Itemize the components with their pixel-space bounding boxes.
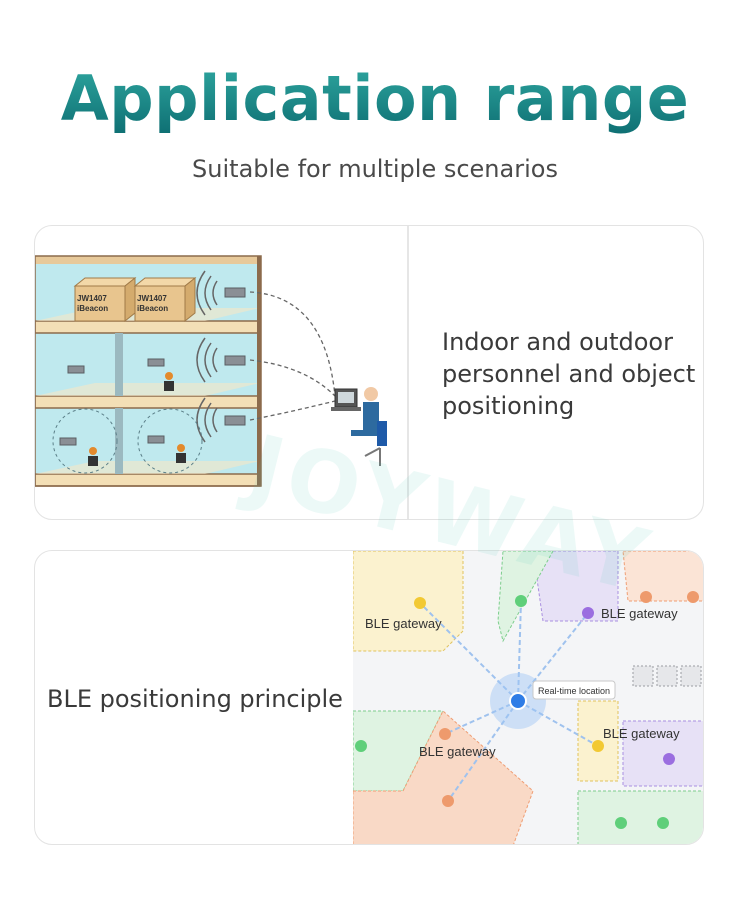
location-label-bg bbox=[532, 680, 616, 700]
box-label-1a: JW1407 bbox=[77, 294, 107, 303]
page-title: Application range bbox=[0, 62, 750, 135]
gateway-label: BLE gateway bbox=[601, 606, 678, 621]
connection-lines bbox=[419, 600, 599, 802]
box-label-2b: iBeacon bbox=[137, 304, 168, 313]
gateway-label: BLE gateway bbox=[419, 744, 496, 759]
box-label-2a: JW1407 bbox=[137, 294, 167, 303]
building-positioning-illustration: JW1407 iBeacon JW1407 iBeacon bbox=[35, 255, 387, 487]
location-label: Real-time location bbox=[538, 686, 610, 696]
card-divider bbox=[407, 226, 409, 519]
parking-slots bbox=[632, 665, 702, 687]
box-label-1b: iBeacon bbox=[77, 304, 108, 313]
zone-orange-bottom bbox=[353, 710, 534, 844]
zone-orange-top bbox=[622, 551, 703, 602]
location-dot bbox=[509, 692, 527, 710]
beacon-box-1: JW1407 iBeacon bbox=[73, 276, 137, 323]
gateway-label: BLE gateway bbox=[365, 616, 442, 631]
page-subtitle: Suitable for multiple scenarios bbox=[192, 155, 558, 183]
scenario-card-positioning: JW1407 iBeacon JW1407 iBeacon bbox=[34, 225, 704, 520]
beacon-box-2: JW1407 iBeacon bbox=[133, 276, 197, 323]
beacon-dots bbox=[355, 591, 699, 829]
coverage-circle bbox=[137, 408, 203, 474]
zone-purple-top bbox=[532, 551, 619, 622]
ble-positioning-map: Real-time location BLE gateway BLE gatew… bbox=[353, 551, 703, 844]
gateway-dots bbox=[414, 597, 604, 752]
zone-green-bottom bbox=[577, 790, 703, 844]
scenario-description: BLE positioning principle bbox=[47, 685, 343, 713]
zone-green-top bbox=[497, 551, 554, 643]
coverage-circle bbox=[52, 408, 118, 474]
signal-path bbox=[249, 291, 336, 421]
gateway-icon bbox=[224, 287, 246, 426]
zone-yellow bbox=[353, 551, 464, 652]
zone-green-left bbox=[353, 710, 444, 792]
wifi-signal-icon bbox=[196, 270, 218, 443]
router-icon bbox=[59, 358, 165, 446]
operator-icon bbox=[331, 387, 387, 466]
worker-icon bbox=[88, 372, 186, 466]
gateway-label: BLE gateway bbox=[603, 726, 680, 741]
scenario-description: Indoor and outdoor personnel and object … bbox=[442, 328, 696, 420]
zone-purple-right bbox=[622, 720, 703, 787]
scenario-card-ble: BLE positioning principle Real-time loca… bbox=[34, 550, 704, 845]
